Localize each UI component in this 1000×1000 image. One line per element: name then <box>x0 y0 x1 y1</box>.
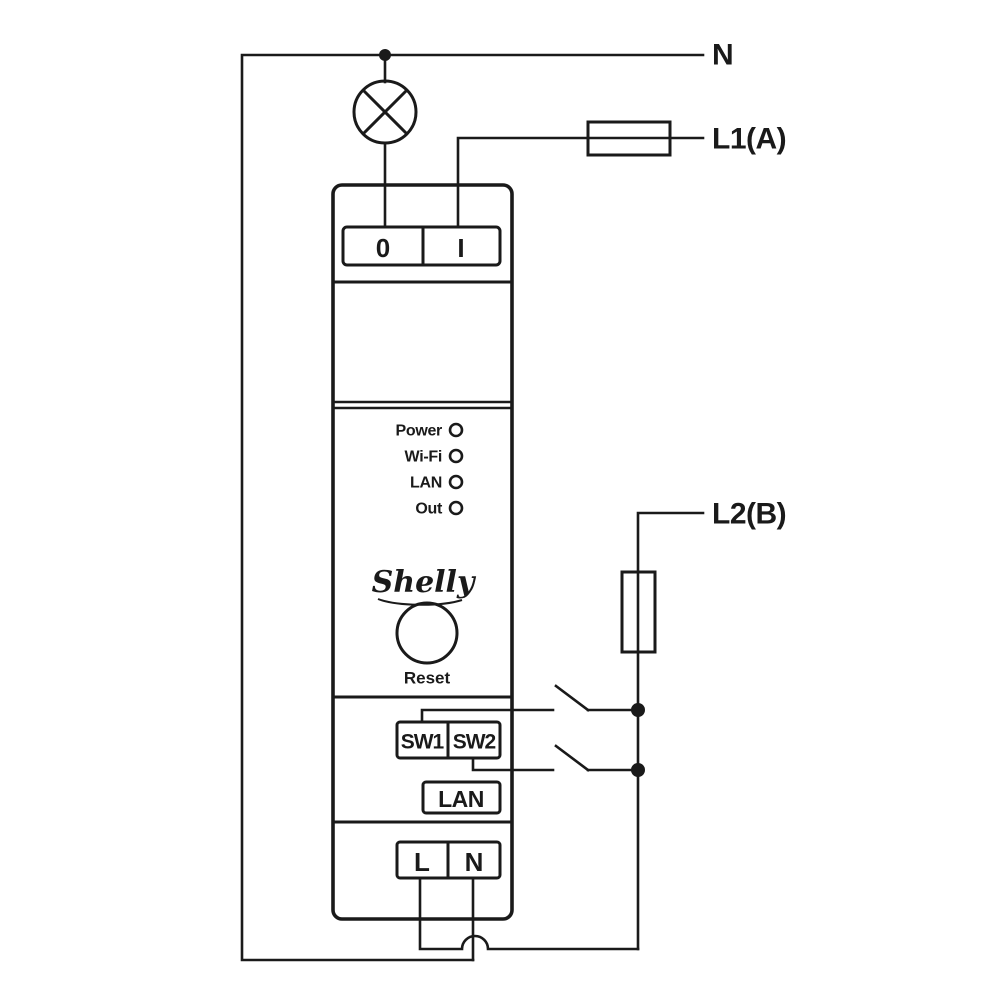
label-terminal-0: 0 <box>376 233 390 263</box>
label-led-wifi: Wi-Fi <box>405 449 442 466</box>
led-out-icon <box>448 500 464 516</box>
led-lan-icon <box>448 474 464 490</box>
shelly-device <box>331 183 514 921</box>
l-terminal-wire-with-hop <box>418 876 640 951</box>
label-sw2: SW2 <box>453 731 496 754</box>
label-reset: Reset <box>404 669 451 688</box>
label-terminal-i: I <box>457 233 464 263</box>
fuse-l2-icon <box>620 570 657 654</box>
sw2-wire <box>471 756 555 772</box>
switch2-lever <box>554 744 590 772</box>
switch1-lever <box>554 684 590 712</box>
led-power-icon <box>448 422 464 438</box>
circuit-wires <box>240 53 705 962</box>
label-terminal-n: N <box>465 847 484 877</box>
diagram-labels: N L1(A) L2(B) 0 I Power Wi-Fi LAN Out Sh… <box>372 39 787 878</box>
junction-dot-switch1 <box>631 703 645 717</box>
label-lan-port: LAN <box>438 786 484 812</box>
fuses <box>586 120 672 654</box>
sw1-wire <box>420 708 555 724</box>
device-outline <box>331 183 514 921</box>
label-led-out: Out <box>415 501 443 518</box>
l1-wire <box>456 136 705 229</box>
lan-port-box <box>421 780 502 815</box>
junction-dot-neutral <box>379 49 391 61</box>
neutral-wire <box>240 53 705 962</box>
reset-button-icon <box>395 601 459 665</box>
label-l1: L1(A) <box>712 123 786 156</box>
junction-dot-switch2 <box>631 763 645 777</box>
brand-logo: Shelly <box>372 565 477 600</box>
led-wifi-icon <box>448 448 464 464</box>
junction-dots <box>379 49 645 777</box>
label-led-lan: LAN <box>410 475 442 492</box>
label-sw1: SW1 <box>401 731 445 754</box>
logo-flourish <box>377 598 463 606</box>
l2-wire <box>636 511 705 951</box>
label-neutral: N <box>712 39 733 72</box>
fuse-l1-icon <box>586 120 672 157</box>
label-led-power: Power <box>395 423 442 440</box>
lamp-icon <box>352 79 418 145</box>
label-l2: L2(B) <box>712 498 786 531</box>
label-terminal-l: L <box>414 847 430 877</box>
